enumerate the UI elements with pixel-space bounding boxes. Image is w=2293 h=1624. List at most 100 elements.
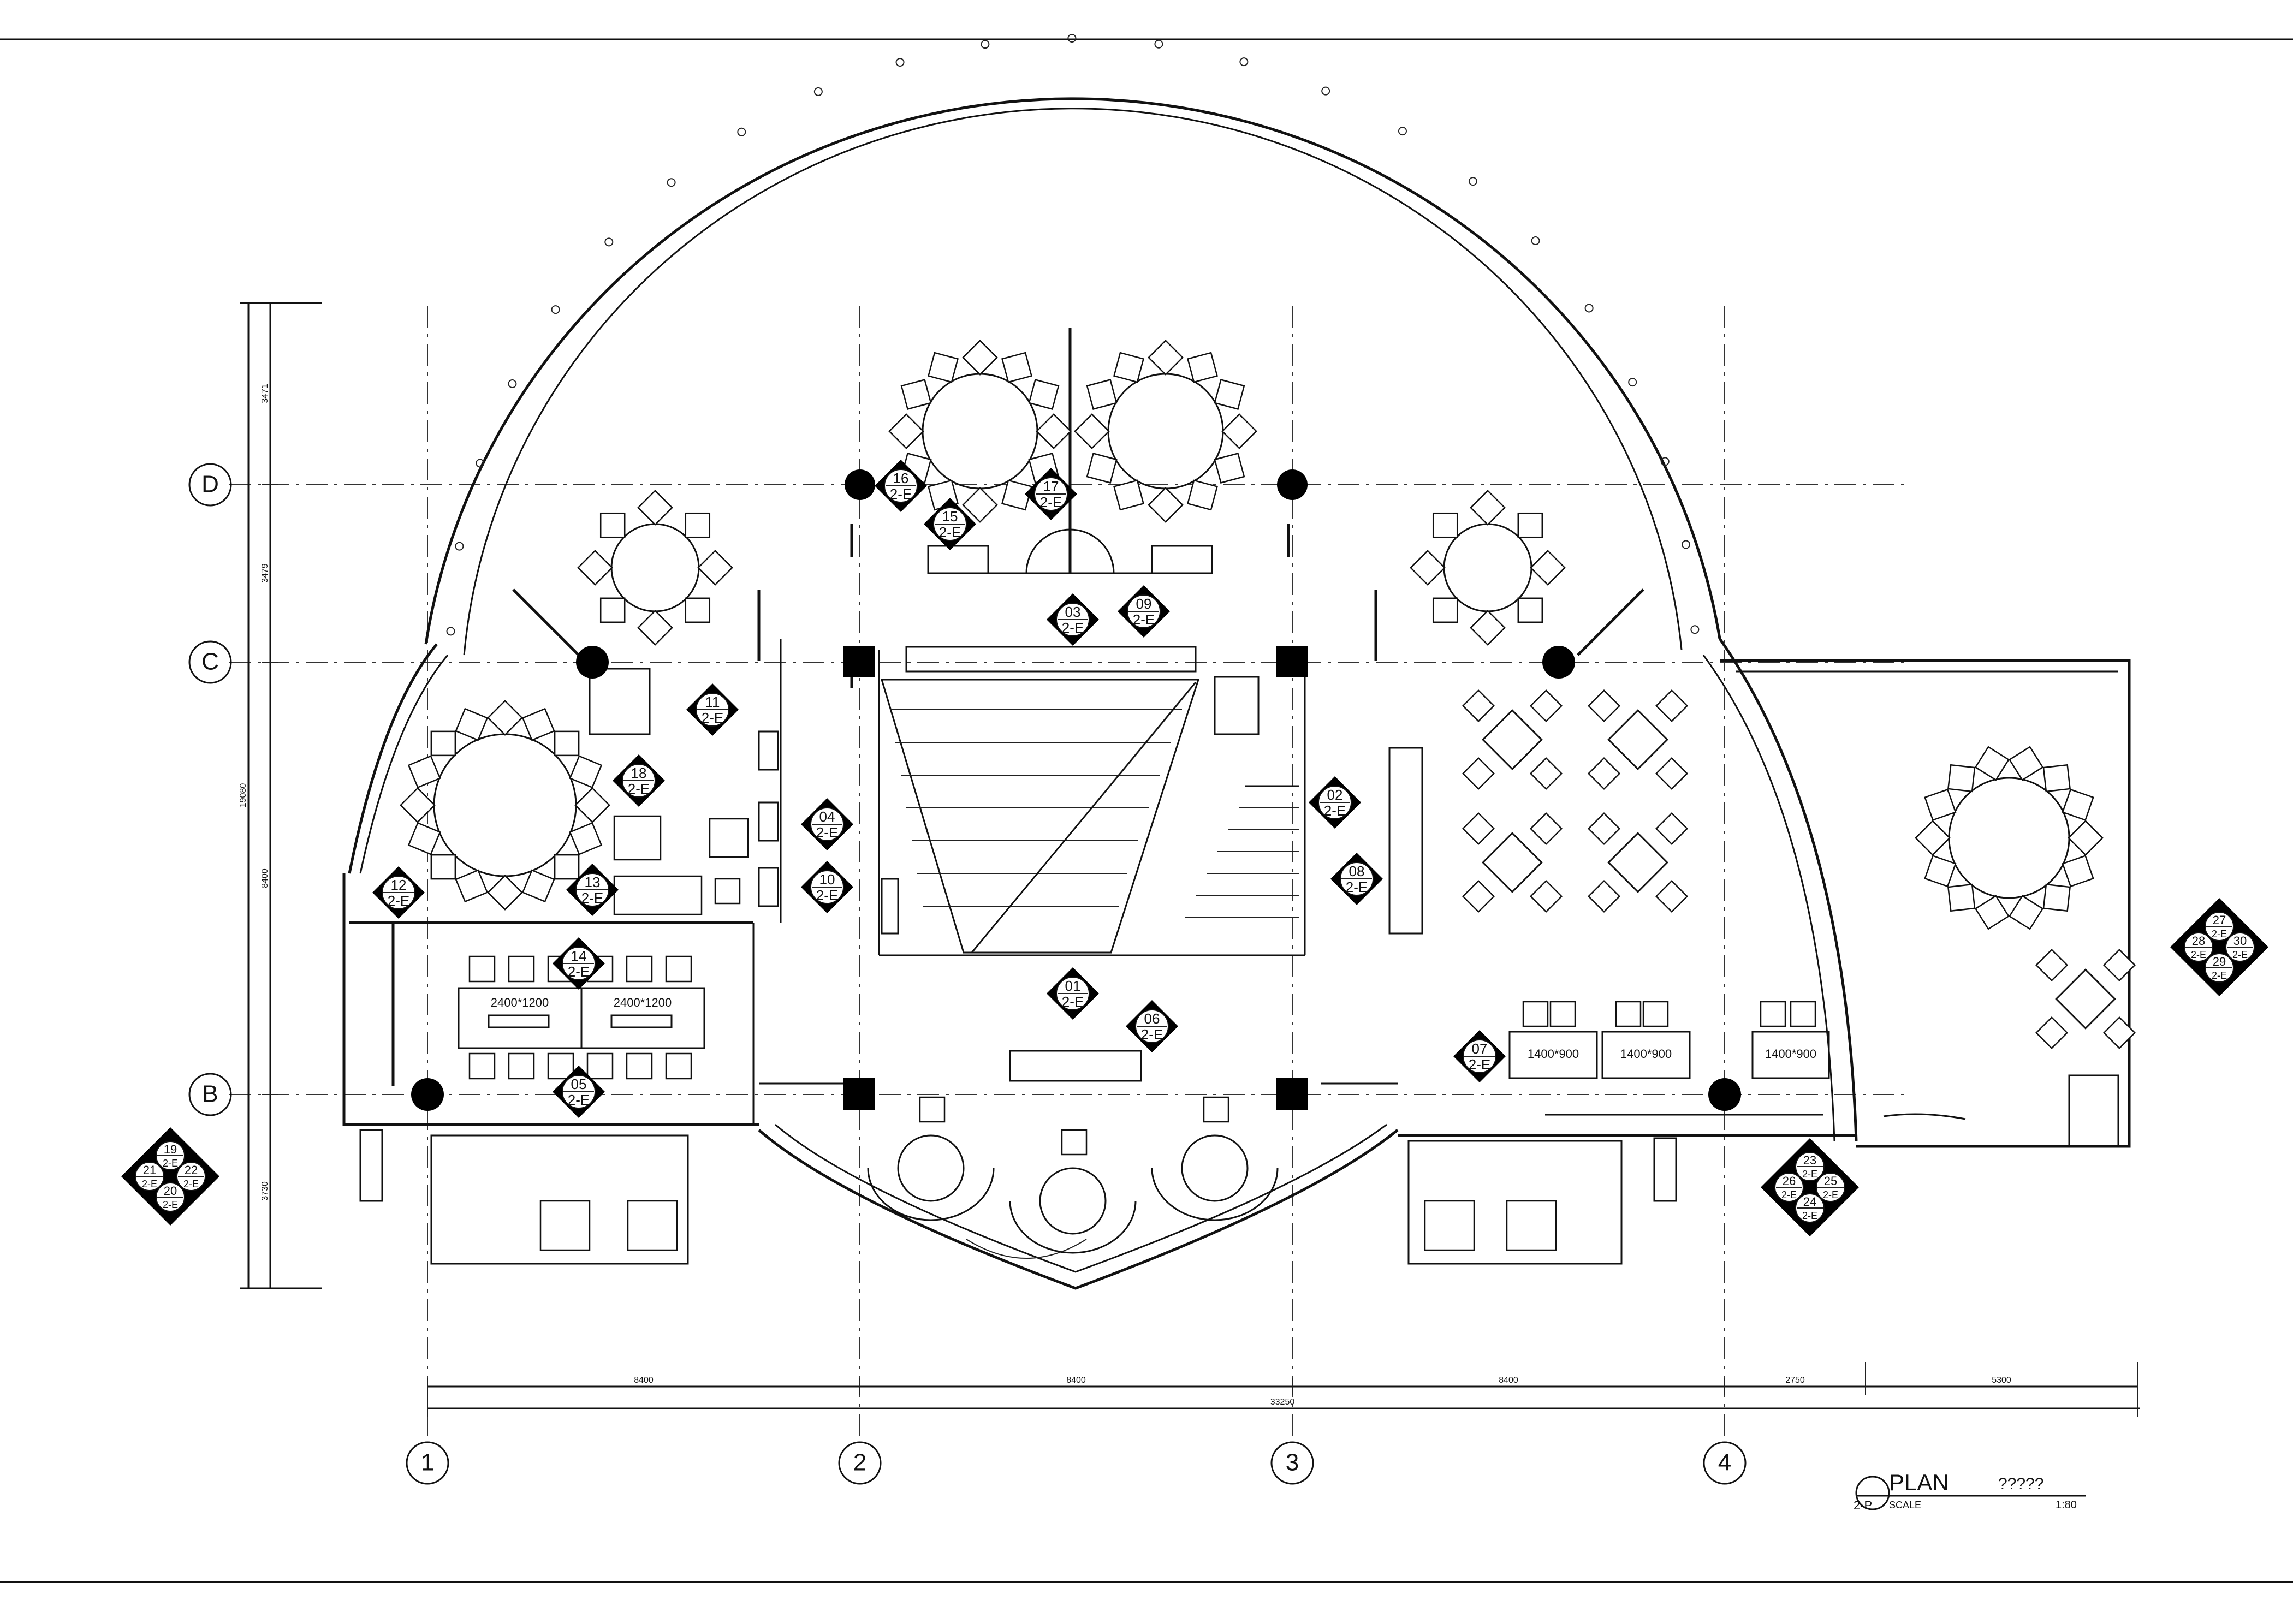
view-tag-ref: 2-E <box>388 893 409 909</box>
view-tag-17: 172-E <box>1025 468 1077 520</box>
cluster-tag-ref: 2-E <box>1802 1210 1817 1221</box>
four-seat-table-3 <box>1462 812 1563 913</box>
dim-h-4: 2750 <box>1785 1376 1805 1385</box>
chair <box>1148 340 1184 376</box>
cluster-tag-ref: 2-E <box>2191 949 2206 960</box>
chair <box>626 1052 653 1080</box>
perimeter-marker <box>1321 86 1330 96</box>
chair <box>554 730 580 757</box>
vip-table-right <box>1915 746 2104 930</box>
chair <box>487 875 523 911</box>
view-tag-number: 10 <box>819 871 835 888</box>
cluster-tag-number: 22 <box>185 1163 198 1177</box>
perimeter-marker <box>981 40 990 49</box>
chair <box>1529 879 1563 913</box>
chair <box>569 755 603 789</box>
chair <box>1086 379 1118 410</box>
cluster-tag-number: 29 <box>2213 955 2226 968</box>
chair <box>1148 487 1184 523</box>
chair <box>1221 413 1257 449</box>
view-tag-ref: 2-E <box>890 486 912 502</box>
left-table-b <box>580 987 705 1049</box>
cluster-tag-diamond <box>2170 898 2268 996</box>
chair <box>2035 1016 2069 1050</box>
chair <box>665 955 692 983</box>
chair <box>1214 379 1245 410</box>
view-tag-ref: 2-E <box>1062 994 1084 1010</box>
cluster-tag-number: 21 <box>143 1163 156 1177</box>
chair <box>1790 1001 1816 1027</box>
dining-table-left <box>577 490 733 646</box>
view-tag-ref: 2-E <box>1346 879 1368 895</box>
view-tag-02: 022-E <box>1309 776 1361 829</box>
chair <box>1587 757 1621 790</box>
view-tag-ref: 2-E <box>628 781 650 797</box>
view-tag-03: 032-E <box>1047 593 1099 646</box>
dim-h-total: 33250 <box>1270 1397 1295 1407</box>
dim-v-total: 19080 <box>239 783 248 808</box>
chair <box>1462 689 1495 723</box>
view-tag-ref: 2-E <box>1324 802 1346 819</box>
booth-1 <box>867 1096 995 1221</box>
chair <box>1529 689 1563 723</box>
chair <box>1113 352 1144 383</box>
view-tag-ref: 2-E <box>816 824 838 841</box>
chair <box>521 707 555 741</box>
view-tag-ref: 2-E <box>939 524 961 540</box>
cluster-tag-diamond <box>1761 1138 1859 1236</box>
chair <box>1924 855 1957 888</box>
chair <box>888 413 924 449</box>
cluster-tag-ref: 2-E <box>142 1179 157 1189</box>
chair <box>547 1052 574 1080</box>
chair <box>1642 1001 1669 1027</box>
dim-h-1: 8400 <box>634 1376 654 1385</box>
booth-bench <box>1151 1168 1279 1221</box>
four-seat-table-5 <box>2035 948 2136 1050</box>
view-tag-18: 182-E <box>613 754 665 807</box>
right-table-c <box>1751 1031 1830 1079</box>
view-tag-number: 07 <box>1472 1040 1488 1057</box>
cluster-tag-diamond <box>121 1127 219 1226</box>
view-tag-number: 15 <box>942 508 958 525</box>
chair <box>1432 512 1458 538</box>
chair <box>1655 812 1689 846</box>
chair <box>2102 948 2136 982</box>
chair <box>1462 812 1495 846</box>
chair <box>487 700 523 736</box>
view-tag-number: 06 <box>1144 1010 1160 1027</box>
sheet-frame <box>0 38 2293 1583</box>
chair <box>685 597 711 623</box>
view-tag-number: 04 <box>819 808 835 825</box>
cluster-tag-number: 25 <box>1824 1174 1837 1188</box>
chair <box>508 1052 535 1080</box>
chair <box>1529 757 1563 790</box>
cluster-tag-ref: 2-E <box>1781 1189 1797 1200</box>
left-table-a-label: 2400*1200 <box>491 996 549 1009</box>
cluster-tag-number: 27 <box>2213 913 2226 927</box>
chair <box>574 787 610 823</box>
right-table-b-label: 1400*900 <box>1620 1047 1672 1061</box>
cluster-tag-number: 24 <box>1803 1195 1816 1209</box>
view-tag-09: 092-E <box>1118 585 1170 638</box>
vertical-dimensions: 3471 3479 8400 3730 19080 <box>239 302 322 1289</box>
chair <box>508 955 535 983</box>
perimeter-marker <box>446 627 455 636</box>
dim-h-2: 8400 <box>1066 1376 1086 1385</box>
perimeter-marker <box>1239 57 1249 67</box>
cluster-tag-ref: 2-E <box>163 1199 178 1210</box>
view-tag-14: 142-E <box>553 937 605 990</box>
chair <box>962 487 998 523</box>
chair <box>2042 764 2071 793</box>
view-tag-ref: 2-E <box>568 963 590 980</box>
chair <box>919 1096 946 1123</box>
four-seat-table-2 <box>1587 689 1689 790</box>
private-dining-table-1 <box>888 340 1072 523</box>
perimeter-marker <box>551 305 560 314</box>
perimeter-marker <box>1154 39 1163 49</box>
perimeter-marker <box>1584 304 1594 313</box>
chair <box>1187 479 1218 511</box>
chair <box>1001 479 1032 511</box>
dim-h-5: 5300 <box>1992 1376 2011 1385</box>
cluster-tag-number: 28 <box>2192 934 2205 948</box>
